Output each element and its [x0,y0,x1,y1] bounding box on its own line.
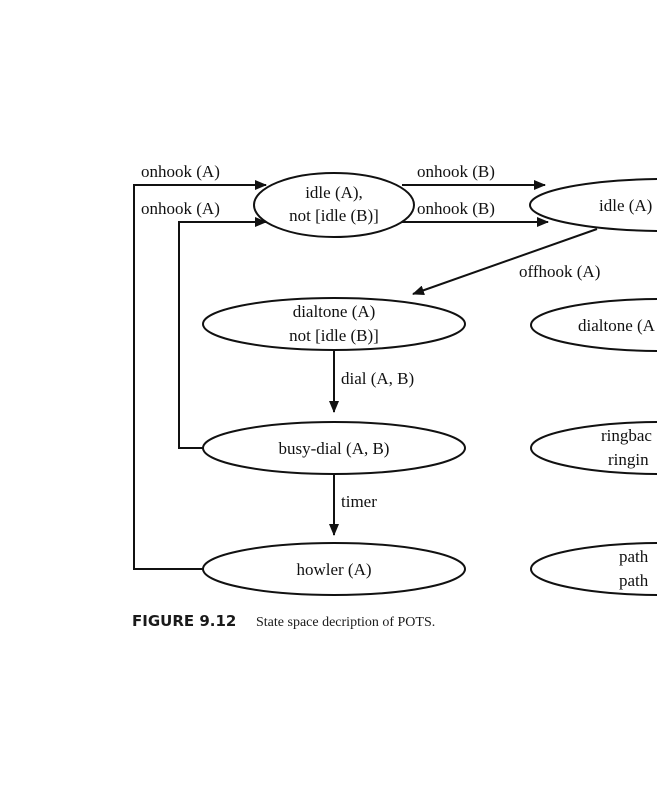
state-label: dialtone (A) [293,302,376,321]
state-path: path path [530,542,657,596]
state-label: path [619,547,649,566]
state-dialtone-a: dialtone (A [530,298,657,352]
state-idle-a: idle (A) [529,178,657,232]
label-offhook-a: offhook (A) [519,262,600,281]
state-label: path [619,571,649,590]
state-idle-a-not-idle-b: idle (A), not [idle (B)] [253,172,415,238]
state-label: idle (A) [599,196,652,215]
state-label: idle (A), [305,183,363,202]
state-label: dialtone (A [578,316,656,335]
label-onhook-b-lower: onhook (B) [417,199,495,218]
edge-offhook-a [412,228,598,296]
state-label: ringbac [601,426,652,445]
state-label: busy-dial (A, B) [279,439,390,458]
edge-onhook-a-howler-to-idle [133,180,267,570]
figure-number: FIGURE 9.12 [132,612,236,630]
state-label: not [idle (B)] [289,326,379,345]
label-dial-a-b: dial (A, B) [341,369,414,388]
label-timer: timer [341,492,377,511]
label-onhook-b-upper: onhook (B) [417,162,495,181]
state-dialtone-a-not-idle-b: dialtone (A) not [idle (B)] [202,297,466,351]
label-onhook-a-outer: onhook (A) [141,162,220,181]
state-ringback-ringing: ringbac ringin [530,421,657,475]
state-busy-dial: busy-dial (A, B) [202,421,466,475]
state-label: howler (A) [296,560,371,579]
state-howler: howler (A) [202,542,466,596]
edge-onhook-a-busy-to-idle [178,217,267,449]
state-label: ringin [608,450,649,469]
figure-caption: State space decription of POTS. [256,615,435,630]
label-onhook-a-inner: onhook (A) [141,199,220,218]
state-label: not [idle (B)] [289,206,379,225]
